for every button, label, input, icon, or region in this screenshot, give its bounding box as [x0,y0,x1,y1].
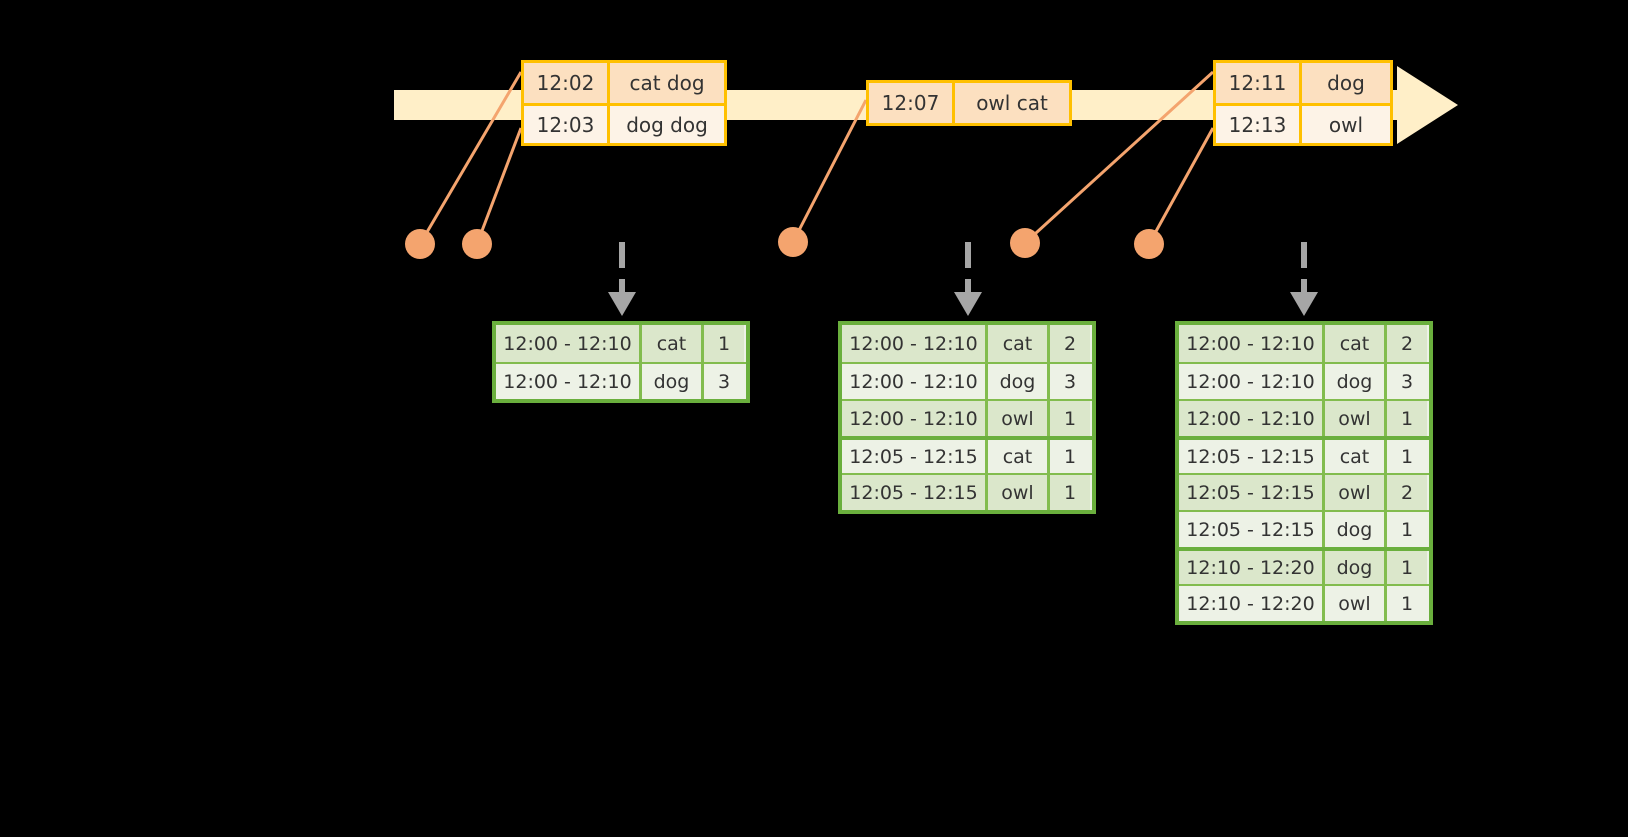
cell-count: 1 [1050,440,1090,473]
connector-dot-4 [1010,228,1040,258]
event-row: 12:03 dog dog [524,103,724,143]
cell-word: dog [1325,364,1387,399]
cell-word: dog [988,364,1050,399]
cell-word: owl [1325,586,1387,621]
cell-window: 12:05 - 12:15 [1179,440,1325,473]
cell-count: 1 [1387,401,1427,436]
cell-word: cat [988,440,1050,473]
cell-count: 1 [1387,551,1427,584]
cell-window: 12:00 - 12:10 [842,364,988,399]
connector-dot-1 [405,229,435,259]
cell-count: 1 [1387,586,1427,621]
event-row: 12:07 owl cat [869,83,1069,123]
cell-word: cat [988,325,1050,362]
event-time: 12:07 [869,83,955,123]
dashed-arrows [608,242,1318,316]
cell-word: cat [642,325,704,362]
event-row: 12:11 dog [1216,63,1390,103]
cell-window: 12:05 - 12:15 [842,440,988,473]
cell-count: 1 [1050,401,1090,436]
cell-word: cat [1325,325,1387,362]
cell-count: 3 [704,364,744,399]
cell-count: 1 [1387,440,1427,473]
event-box-1: 12:02 cat dog 12:03 dog dog [521,60,727,146]
event-words: cat dog [610,63,724,103]
cell-window: 12:05 - 12:15 [1179,475,1325,510]
cell-word: dog [642,364,704,399]
cell-count: 2 [1387,325,1427,362]
connector-dot-2 [462,229,492,259]
cell-count: 3 [1387,364,1427,399]
cell-count: 2 [1387,475,1427,510]
cell-word: owl [1325,475,1387,510]
cell-window: 12:00 - 12:10 [842,401,988,436]
cell-count: 1 [1050,475,1090,510]
cell-window: 12:00 - 12:10 [1179,401,1325,436]
cell-window: 12:00 - 12:10 [842,325,988,362]
cell-word: dog [1325,512,1387,547]
cell-window: 12:00 - 12:10 [1179,364,1325,399]
cell-word: dog [1325,551,1387,584]
cell-count: 1 [1387,512,1427,547]
cell-count: 3 [1050,364,1090,399]
event-row: 12:13 owl [1216,103,1390,143]
event-words: dog [1302,63,1390,103]
connector-dots [405,227,1164,259]
event-box-3: 12:11 dog 12:13 owl [1213,60,1393,146]
event-time: 12:02 [524,63,610,103]
event-box-2: 12:07 owl cat [866,80,1072,126]
cell-word: cat [1325,440,1387,473]
cell-window: 12:10 - 12:20 [1179,586,1325,621]
cell-window: 12:05 - 12:15 [1179,512,1325,547]
cell-window: 12:10 - 12:20 [1179,551,1325,584]
cell-count: 2 [1050,325,1090,362]
event-time: 12:11 [1216,63,1302,103]
event-time: 12:13 [1216,106,1302,143]
event-words: owl [1302,106,1390,143]
cell-window: 12:00 - 12:10 [496,325,642,362]
event-row: 12:02 cat dog [524,63,724,103]
connector-dot-5 [1134,229,1164,259]
cell-count: 1 [704,325,744,362]
cell-window: 12:00 - 12:10 [1179,325,1325,362]
event-words: owl cat [955,83,1069,123]
cell-window: 12:05 - 12:15 [842,475,988,510]
cell-word: owl [988,401,1050,436]
cell-word: owl [1325,401,1387,436]
event-time: 12:03 [524,106,610,143]
cell-window: 12:00 - 12:10 [496,364,642,399]
cell-word: owl [988,475,1050,510]
event-words: dog dog [610,106,724,143]
connector-dot-3 [778,227,808,257]
